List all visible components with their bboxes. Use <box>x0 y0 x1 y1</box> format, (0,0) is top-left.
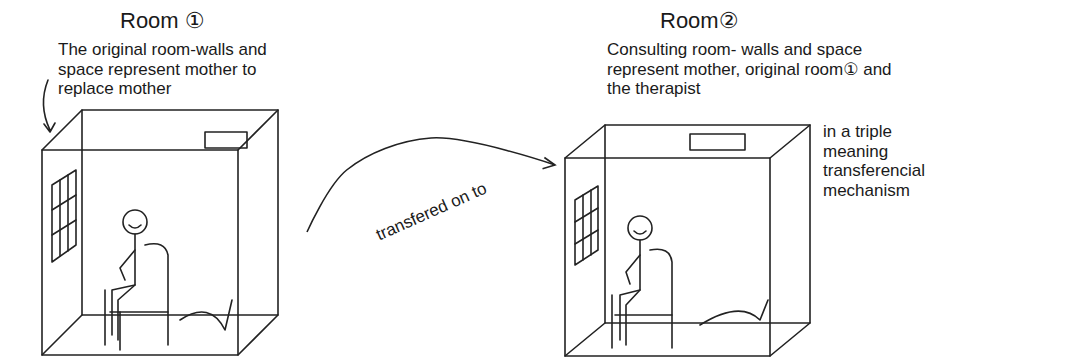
room-heading: Room② <box>660 8 820 33</box>
floor-line <box>700 300 768 325</box>
floor-line <box>180 300 232 330</box>
wall-picture <box>690 134 745 150</box>
side-note: in a triple meaning transferencial mecha… <box>823 122 961 200</box>
wall-picture <box>205 132 247 148</box>
room-node: Room② Consulting room- walls and space re… <box>555 0 965 360</box>
room-heading: Room ① <box>120 8 280 33</box>
window-grid <box>52 170 76 262</box>
leader-arrow <box>43 80 55 132</box>
seated-figure <box>612 216 672 348</box>
room-node: Room ① The original room-walls and space … <box>30 0 307 360</box>
window-grid <box>575 186 598 265</box>
room-cube <box>42 110 278 355</box>
edge-label: transfered on to <box>370 177 493 248</box>
room-cube <box>565 125 810 356</box>
room-description: The original room-walls and space repres… <box>58 40 303 99</box>
seated-figure <box>105 210 168 350</box>
room-description: Consulting room- walls and space represe… <box>607 40 907 99</box>
arrowhead <box>543 157 555 168</box>
